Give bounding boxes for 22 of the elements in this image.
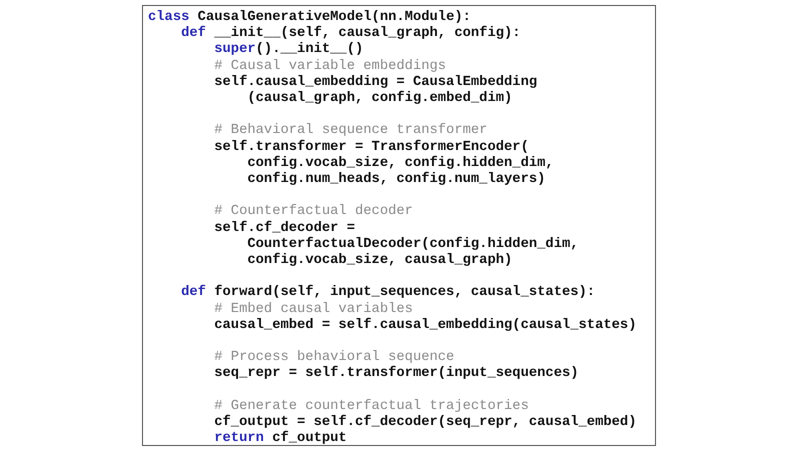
code-line: config.vocab_size, config.hidden_dim, — [247, 156, 554, 172]
code-line: causal_embed = self.causal_embedding(causal_states) — [214, 318, 636, 334]
code-line: self.cf_decoder = — [214, 220, 355, 236]
code-comment: # Causal variable embeddings — [214, 58, 446, 74]
code-line: (causal_graph, config.embed_dim) — [247, 91, 512, 107]
code-line: class CausalGenerativeModel(nn.Module): — [148, 10, 471, 26]
code-line: cf_output = self.cf_decoder(seq_repr, causal_embed) — [214, 415, 636, 430]
code-comment: # Embed causal variables — [214, 302, 413, 318]
code-line: return cf_output — [214, 431, 347, 448]
code-line: def forward(self, input_sequences, causal_states): — [181, 285, 596, 302]
code-line: self.transformer = TransformerEncoder( — [214, 140, 529, 156]
code-comment: # Generate counterfactual trajectories — [214, 398, 529, 414]
code-line: config.num_heads, config.num_layers) — [247, 172, 546, 188]
code-comment: # Process behavioral sequence — [214, 350, 454, 366]
code-line: seq_repr = self.transformer(input_sequences) — [214, 366, 579, 382]
code-line: self.causal_embedding = CausalEmbedding — [214, 74, 538, 90]
code-comment: # Behavioral sequence transformer — [214, 123, 488, 140]
code-line: config.vocab_size, causal_graph) — [247, 253, 512, 269]
code-line: CounterfactualDecoder(config.hidden_dim, — [247, 236, 579, 252]
code-line: super().__init__() — [214, 42, 364, 58]
code-comment: # Counterfactual decoder — [214, 204, 413, 220]
code-line: def __init__(self, causal_graph, config): — [181, 26, 521, 42]
